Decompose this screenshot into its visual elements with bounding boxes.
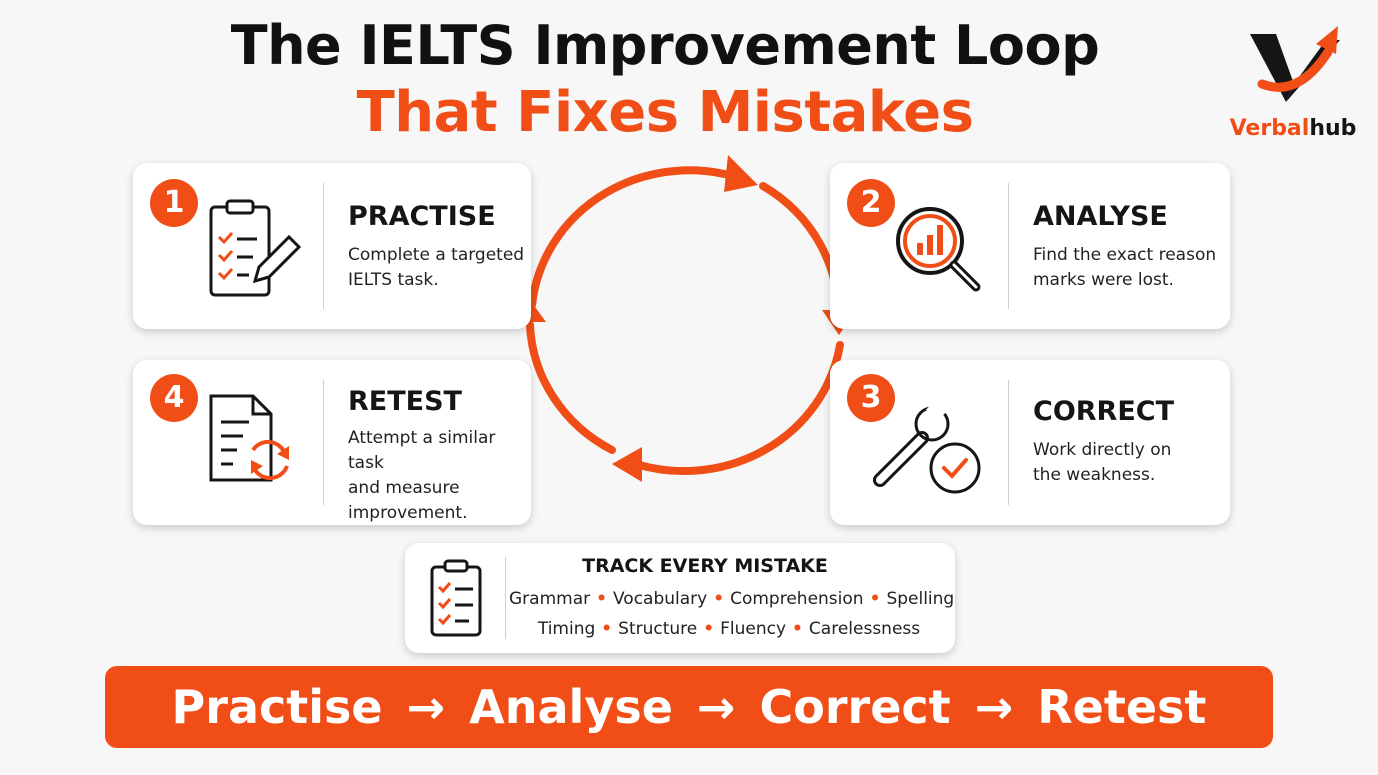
mistake-tag: Structure bbox=[618, 619, 698, 639]
step-description-line: Complete a targeted bbox=[348, 245, 525, 265]
step-description: Complete a targeted IELTS task. bbox=[348, 243, 524, 293]
mistake-tag: Spelling bbox=[886, 589, 955, 609]
banner-step: Analyse bbox=[469, 680, 673, 734]
brand-name: Verbalhub bbox=[1228, 116, 1358, 141]
step-description-line: and measure bbox=[348, 478, 460, 498]
cycle-arc-right bbox=[759, 182, 843, 324]
step-description-line: IELTS task. bbox=[348, 270, 439, 290]
brand-name-part2: hub bbox=[1309, 116, 1357, 141]
step-title: ANALYSE bbox=[1033, 201, 1168, 232]
tag-separator: • bbox=[601, 619, 613, 639]
title-line-2: That Fixes Mistakes bbox=[356, 80, 974, 145]
step-title: PRACTISE bbox=[348, 201, 496, 232]
step-description-line: Find the exact reason bbox=[1033, 245, 1217, 265]
track-mistakes-panel: TRACK EVERY MISTAKE Grammar•Vocabulary•C… bbox=[405, 543, 955, 653]
cycle-arc-left bbox=[526, 321, 616, 454]
checklist-icon bbox=[430, 559, 482, 637]
mistake-tag: Carelessness bbox=[808, 619, 921, 639]
cycle-arrowhead-3 bbox=[612, 447, 642, 482]
step-number-badge: 3 bbox=[847, 374, 895, 422]
step-number-badge: 4 bbox=[150, 374, 198, 422]
step-number-badge: 1 bbox=[150, 179, 198, 227]
tag-separator: • bbox=[703, 619, 715, 639]
tag-separator: • bbox=[596, 589, 607, 609]
mistake-tag: Grammar bbox=[509, 589, 591, 609]
step-description-line: Work directly on bbox=[1033, 440, 1172, 460]
wrench-check-icon bbox=[873, 396, 981, 494]
step-description: Find the exact reason marks were lost. bbox=[1033, 243, 1216, 293]
cycle-arrowhead-1 bbox=[724, 155, 758, 192]
arrow-right-icon: → bbox=[406, 680, 446, 734]
magnifier-chart-icon bbox=[896, 207, 981, 292]
document-refresh-icon bbox=[209, 394, 289, 482]
mistake-tags-row-1: Grammar•Vocabulary•Comprehension•Spellin… bbox=[509, 589, 954, 609]
tag-separator: • bbox=[869, 589, 881, 609]
card-divider bbox=[323, 380, 324, 505]
brand-name-part1: Verbal bbox=[1229, 116, 1310, 141]
mistake-tag: Timing bbox=[537, 619, 596, 639]
card-divider bbox=[505, 557, 506, 639]
banner-step: Practise bbox=[171, 680, 383, 734]
cycle-arc-bottom bbox=[626, 341, 844, 476]
cycle-arrows bbox=[514, 155, 856, 482]
cycle-arc-top bbox=[528, 166, 749, 309]
banner-step: Correct bbox=[759, 680, 951, 734]
mistake-tags-row-2: Timing•Structure•Fluency•Carelessness bbox=[509, 619, 949, 639]
mistake-tag: Vocabulary bbox=[612, 589, 708, 609]
step-title: RETEST bbox=[348, 386, 462, 417]
card-divider bbox=[323, 183, 324, 309]
step-description-line: marks were lost. bbox=[1033, 270, 1174, 290]
mistake-tag: Comprehension bbox=[730, 589, 864, 609]
clipboard-pencil-icon bbox=[209, 199, 301, 297]
tag-separator: • bbox=[713, 589, 725, 609]
step-description-line: improvement. bbox=[348, 503, 468, 523]
brand-logo: Verbalhub bbox=[1228, 22, 1358, 142]
step-card-analyse: 2 ANALYSE Find the exact reason marks we… bbox=[830, 163, 1230, 329]
banner-step: Retest bbox=[1037, 680, 1207, 734]
step-card-correct: 3 CORRECT Work directly on the weakness. bbox=[830, 360, 1230, 525]
card-divider bbox=[1008, 183, 1009, 309]
card-divider bbox=[1008, 380, 1009, 505]
mistake-tag: Fluency bbox=[720, 619, 787, 639]
title-line-1: The IELTS Improvement Loop bbox=[230, 14, 1100, 77]
arrow-right-icon: → bbox=[974, 680, 1014, 734]
loop-summary-banner: Practise → Analyse → Correct → Retest bbox=[105, 666, 1273, 748]
arrow-right-icon: → bbox=[696, 680, 736, 734]
track-title: TRACK EVERY MISTAKE bbox=[582, 555, 828, 577]
step-card-retest: 4 RETEST Attempt a similar task and meas… bbox=[133, 360, 531, 525]
step-description: Work directly on the weakness. bbox=[1033, 438, 1171, 488]
step-description-line: Attempt a similar task bbox=[348, 428, 496, 473]
v-arrow-logo-icon bbox=[1250, 26, 1340, 102]
step-number-badge: 2 bbox=[847, 179, 895, 227]
step-title: CORRECT bbox=[1033, 396, 1175, 427]
step-description: Attempt a similar task and measure impro… bbox=[348, 426, 531, 526]
tag-separator: • bbox=[792, 619, 803, 639]
step-card-practise: 1 PRACTISE Complete a targeted IELTS tas… bbox=[133, 163, 531, 329]
step-description-line: the weakness. bbox=[1033, 465, 1156, 485]
